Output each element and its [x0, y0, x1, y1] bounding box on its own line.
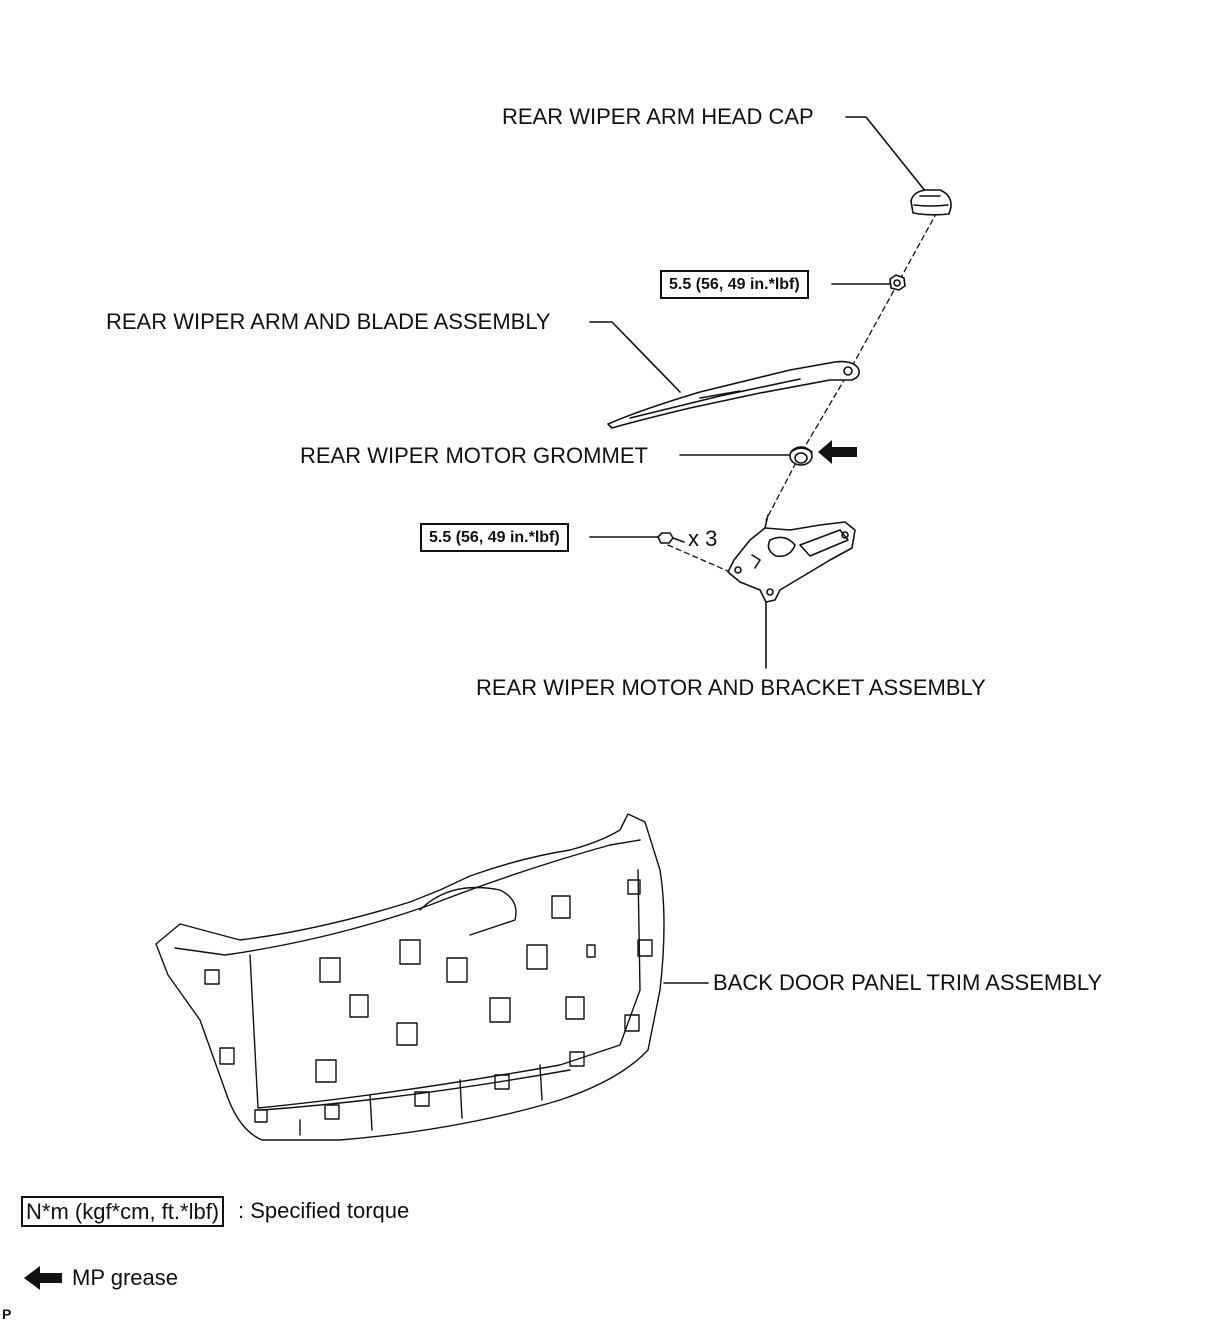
head-cap-leader [845, 116, 927, 193]
head-cap-label: REAR WIPER ARM HEAD CAP [502, 104, 814, 129]
bolt-axis-line [667, 544, 731, 573]
legend-arrow-icon [24, 1266, 62, 1290]
wiper-arm-part [607, 360, 860, 429]
nut-torque-box: 5.5 (56, 49 in.*lbf) [660, 270, 809, 299]
grommet-label: REAR WIPER MOTOR GROMMET [300, 443, 648, 468]
motor-bracket-part [727, 514, 856, 603]
head-cap-part [910, 189, 952, 216]
motor-bracket-label: REAR WIPER MOTOR AND BRACKET ASSEMBLY [476, 675, 986, 700]
arm-blade-label: REAR WIPER ARM AND BLADE ASSEMBLY [106, 309, 551, 334]
bolt-part [657, 532, 685, 544]
legend-grease-text: MP grease [72, 1265, 178, 1290]
corner-mark: P [2, 1306, 12, 1322]
bolt-torque-box: 5.5 (56, 49 in.*lbf) [420, 523, 569, 552]
nut-part [889, 274, 906, 291]
arm-leader [589, 321, 681, 393]
legend-torque-text: : Specified torque [238, 1198, 410, 1223]
bolt-quantity-label: x 3 [688, 526, 718, 551]
legend-torque-unit-box: N*m (kgf*cm, ft.*lbf) [21, 1196, 225, 1227]
back-door-trim-label: BACK DOOR PANEL TRIM ASSEMBLY [713, 970, 1103, 995]
grease-arrow-icon [818, 440, 857, 464]
trim-panel-part [155, 813, 665, 1141]
grommet-part [789, 446, 813, 466]
